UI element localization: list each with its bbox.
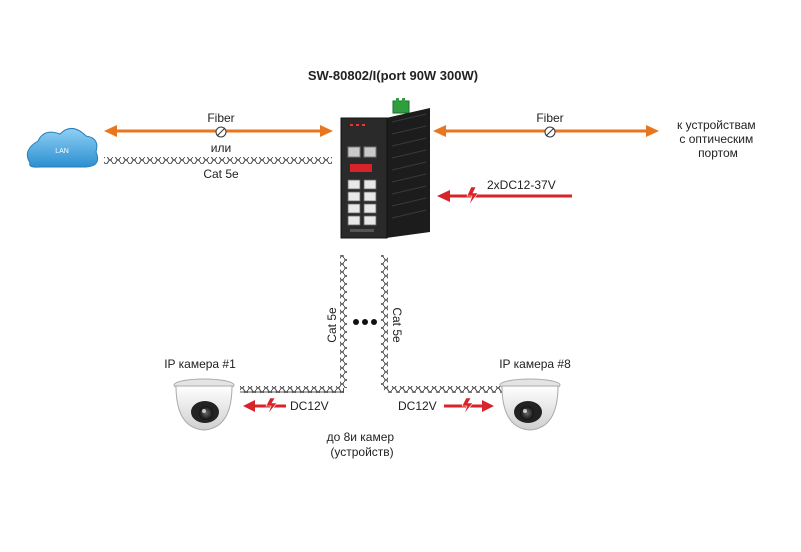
ip-camera-right: IP камера #8 DC12V (398, 357, 571, 431)
lan-label: LAN (55, 148, 69, 155)
left-copper-link: Cat 5e (104, 157, 332, 181)
left-fiber-link: Fiber или (104, 111, 333, 155)
camera-right-power-label: DC12V (398, 399, 437, 413)
drop-cable-left-label: Cat 5e (325, 307, 339, 343)
camera-right-power: DC12V (398, 397, 494, 415)
left-copper-label: Cat 5e (203, 167, 239, 181)
fiber-connector-icon (544, 126, 556, 138)
more-devices-dots (353, 319, 377, 325)
industrial-switch-icon (340, 98, 430, 239)
lightning-icon (265, 397, 278, 415)
lan-cloud-icon: LAN (26, 128, 99, 168)
power-input-link: 2xDC12-37V (437, 178, 572, 206)
dome-camera-icon (173, 378, 235, 431)
drop-cable-left: Cat 5e (240, 255, 347, 393)
ip-camera-left: IP камера #1 DC12V (164, 357, 329, 431)
left-or-label: или (211, 141, 231, 155)
device-count-note: до 8и камер (устройств) (327, 430, 398, 459)
lightning-icon (466, 186, 479, 206)
destination-line: портом (698, 146, 738, 160)
fiber-connector-icon (215, 126, 227, 138)
device-count-line: до 8и камер (327, 430, 395, 444)
right-fiber-label: Fiber (536, 111, 563, 125)
drop-cable-right: Cat 5e (381, 255, 504, 393)
left-fiber-label: Fiber (207, 111, 234, 125)
destination-line: к устройствам (677, 118, 756, 132)
diagram-title: SW-80802/I(port 90W 300W) (308, 68, 478, 83)
destination-label: к устройствам с оптическим портом (677, 118, 759, 160)
destination-line: с оптическим (679, 132, 753, 146)
camera-left-power-label: DC12V (290, 399, 329, 413)
camera-left-power: DC12V (243, 397, 329, 415)
camera-right-label: IP камера #8 (499, 357, 571, 371)
right-fiber-link: Fiber (433, 111, 659, 138)
drop-cable-right-label: Cat 5e (390, 307, 404, 343)
dome-camera-icon (499, 378, 561, 431)
device-count-line: (устройств) (330, 445, 393, 459)
lightning-icon (461, 397, 474, 415)
power-input-label: 2xDC12-37V (487, 178, 556, 192)
camera-left-label: IP камера #1 (164, 357, 236, 371)
